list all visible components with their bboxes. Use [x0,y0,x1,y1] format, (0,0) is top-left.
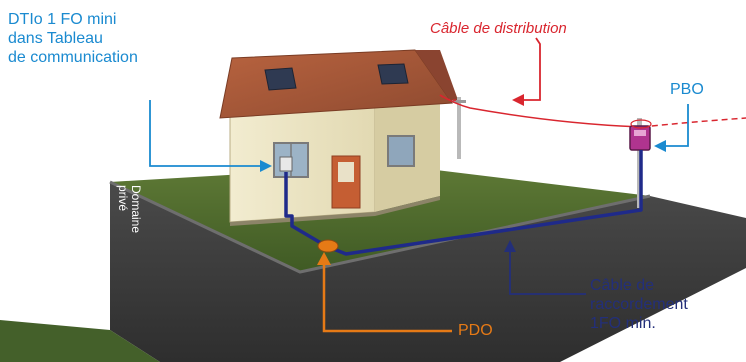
pbo-label: PBO [670,81,704,98]
dtio-callout-line [149,100,262,167]
left-pole [457,97,461,159]
distribution-cable-label: Câble de distribution [430,20,567,37]
distribution-callout-arrow [512,94,524,106]
skylight-left [264,67,297,91]
dtio-label: DTIo 1 FO mini dans Tableau de communica… [8,10,138,68]
distribution-callout-line [522,37,541,101]
front-grass-strip [0,320,160,362]
roof-side [415,50,458,103]
dtio-box [279,156,293,172]
dtio-callout-arrow [260,160,272,172]
house-base [230,196,440,226]
distribution-cable [439,94,643,128]
raccordement-callout-arrow [504,240,516,252]
domaine-prive-line-2: privé [116,185,131,212]
pdo-callout-arrow [317,252,331,265]
raccordement-callout-line [509,250,586,295]
pdo-callout-line [322,262,452,333]
raccordement-line-1: Câble de [590,277,655,294]
raccordement-cable-label: Câble de raccordement 1FO min. [590,276,688,334]
dtio-label-line-3: de communication [8,49,138,67]
raccordement-cable [284,150,643,256]
domaine-prive-line-1: Domaine [129,185,143,234]
window-right [387,135,415,167]
dtio-label-line-1: DTIo 1 FO mini [8,11,117,28]
pbo-box [629,125,651,151]
dtio-label-line-2: dans Tableau [8,30,103,48]
distribution-cable-dashed [641,117,746,128]
road-surface [110,182,746,362]
sidewalk-edge [109,180,651,274]
domaine-prive-label: Domaine privé [116,185,143,234]
pdo-box [317,239,339,253]
skylight-right [377,63,409,85]
raccordement-line-3: 1FO min. [590,315,656,333]
raccordement-line-2: raccordement [590,296,688,314]
pbo-callout-line [664,104,689,147]
pdo-label: PDO [458,322,493,339]
pbo-callout-arrow [654,140,666,152]
